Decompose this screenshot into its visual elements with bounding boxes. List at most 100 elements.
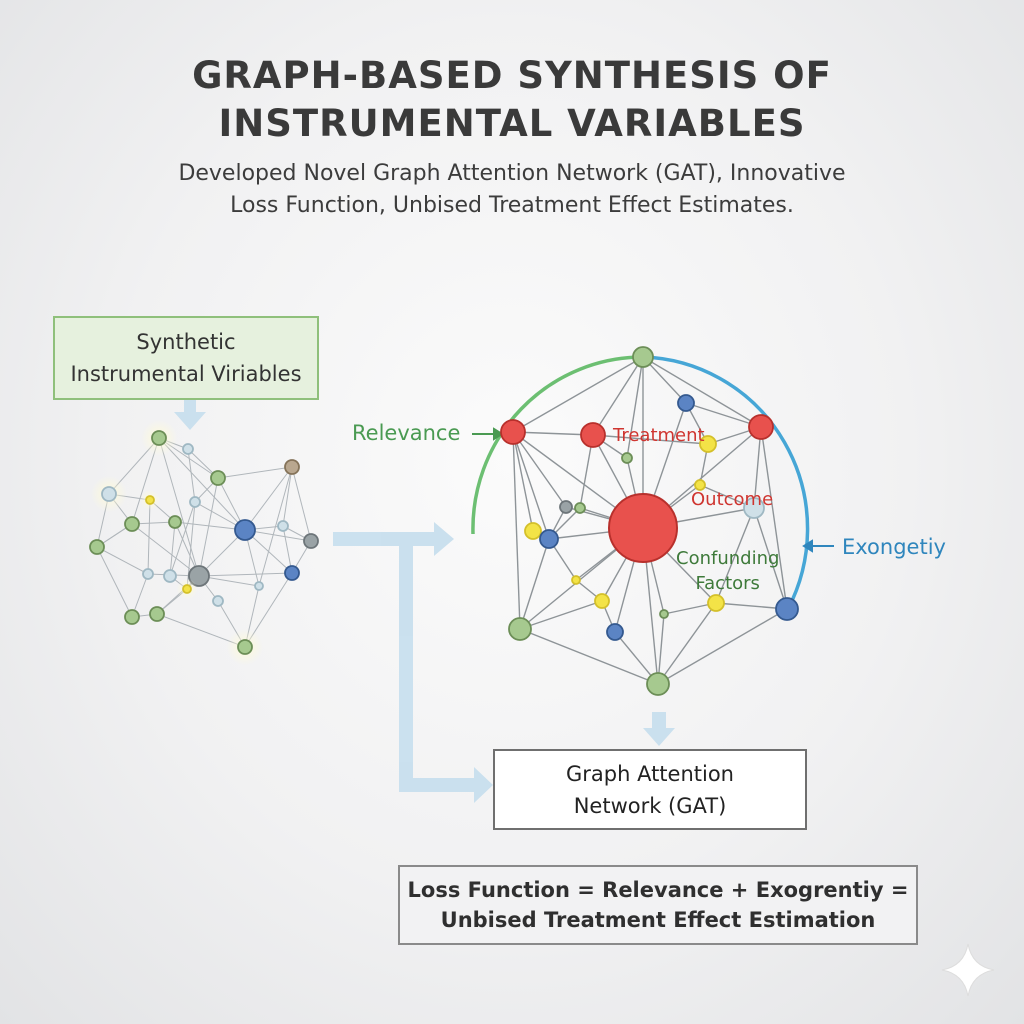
- left-network-node: [168, 515, 182, 529]
- left-network-edge: [291, 466, 312, 542]
- left-network-node: [277, 520, 289, 532]
- left-network-node: [254, 581, 264, 591]
- left-network-edge: [244, 529, 312, 542]
- left-network-node: [188, 565, 210, 587]
- relevance-arc: [471, 355, 644, 535]
- left-network-node: [89, 539, 105, 555]
- right-network-node: [646, 672, 670, 696]
- right-network-node: [632, 346, 654, 368]
- right-network-node: [707, 594, 725, 612]
- left-network-node: [145, 495, 155, 505]
- left-network-node: [212, 595, 224, 607]
- left-network-node: [284, 565, 300, 581]
- right-network-edge: [519, 538, 550, 630]
- left-network-edge: [282, 525, 293, 574]
- right-network-node: [621, 452, 633, 464]
- left-network-edge: [258, 466, 293, 587]
- right-network-node: [580, 422, 606, 448]
- right-network-edge: [715, 507, 755, 604]
- gat-box: Graph Attention Network (GAT): [493, 749, 807, 830]
- page-subtitle: Developed Novel Graph Attention Network …: [178, 161, 846, 218]
- right-network-node: [508, 617, 532, 641]
- left-network-edge: [198, 477, 219, 577]
- right-network-node: [677, 394, 695, 412]
- right-network-edge: [519, 600, 603, 630]
- right-network-edge: [512, 356, 644, 433]
- left-network-node: [124, 609, 140, 625]
- right-network-node: [743, 497, 765, 519]
- left-network-edge: [96, 546, 133, 618]
- arrow-right-main-head: [434, 522, 454, 556]
- right-network-node: [539, 529, 559, 549]
- exogeneity-label: Exongetiy: [842, 535, 946, 559]
- page-title: GRAPH-BASED SYNTHESIS OF INSTRUMENTAL VA…: [192, 54, 832, 145]
- left-network-node: [210, 470, 226, 486]
- left-network-node: [124, 516, 140, 532]
- right-network-nodes: [500, 346, 799, 696]
- left-network-nodes: [89, 419, 319, 666]
- exogeneity-arc: [642, 355, 810, 610]
- sparkle-icon: [941, 943, 995, 997]
- right-network-edge: [512, 431, 534, 532]
- arrow-down-network-stem: [652, 712, 666, 732]
- right-network-edge: [512, 431, 521, 630]
- right-network-edge: [657, 602, 717, 685]
- confounding-factors-label: Confunding Factors: [676, 548, 780, 594]
- right-network-node: [524, 522, 542, 540]
- arrow-vertical-stem: [399, 540, 413, 792]
- right-network-edge: [512, 431, 594, 436]
- right-network-edge: [512, 431, 550, 540]
- left-network-node: [237, 639, 253, 655]
- left-network-node: [142, 568, 154, 580]
- right-network-node: [606, 623, 624, 641]
- right-network-node: [500, 419, 526, 445]
- left-network-edge: [96, 546, 149, 575]
- arrow-to-gat-head: [474, 767, 493, 803]
- synthetic-iv-box: Synthetic Instrumental Viriables: [53, 316, 319, 400]
- right-network-edge: [642, 356, 762, 428]
- left-network-node: [182, 584, 192, 594]
- right-network-node: [699, 435, 717, 453]
- arrow-to-gat-stem: [399, 778, 477, 792]
- left-network-node: [149, 606, 165, 622]
- left-network-edge: [169, 521, 176, 577]
- right-network-edge: [512, 431, 567, 508]
- left-network-node: [189, 496, 201, 508]
- arrow-right-main-stem: [333, 532, 437, 546]
- left-network-node: [303, 533, 319, 549]
- left-network-node: [284, 459, 300, 475]
- right-network-edge: [753, 507, 788, 610]
- left-network-edge: [174, 521, 246, 531]
- right-network-edge: [592, 434, 709, 445]
- left-network-edge: [244, 466, 293, 531]
- relevance-pointer: [472, 427, 504, 441]
- left-network-node: [163, 569, 177, 583]
- right-network-node: [571, 575, 581, 585]
- right-network-node: [574, 502, 586, 514]
- left-network-node: [151, 430, 167, 446]
- exogeneity-pointer: [802, 539, 834, 553]
- left-network-edge: [282, 466, 293, 527]
- arrow-down-network-head: [643, 728, 675, 746]
- right-network-edge: [519, 628, 659, 685]
- left-network-edge: [131, 523, 200, 577]
- right-network-edge: [626, 356, 644, 459]
- right-network-edge: [753, 426, 762, 509]
- left-network-edge: [158, 437, 200, 577]
- right-network-node: [694, 479, 706, 491]
- right-network-edge: [657, 608, 788, 685]
- right-network-node: [594, 593, 610, 609]
- left-network-node: [101, 486, 117, 502]
- right-network-node: [748, 414, 774, 440]
- right-network-node: [659, 609, 669, 619]
- right-network-edge: [592, 356, 644, 436]
- arrow-down-siv-head: [174, 412, 206, 430]
- left-network-edge: [198, 572, 293, 577]
- loss-function-box: Loss Function = Relevance + Exogrentiy =…: [398, 865, 918, 945]
- left-network-edge: [187, 448, 196, 503]
- right-network-edge: [685, 402, 762, 428]
- left-network-node: [234, 519, 256, 541]
- left-network-node: [182, 443, 194, 455]
- right-network-edge: [760, 426, 788, 610]
